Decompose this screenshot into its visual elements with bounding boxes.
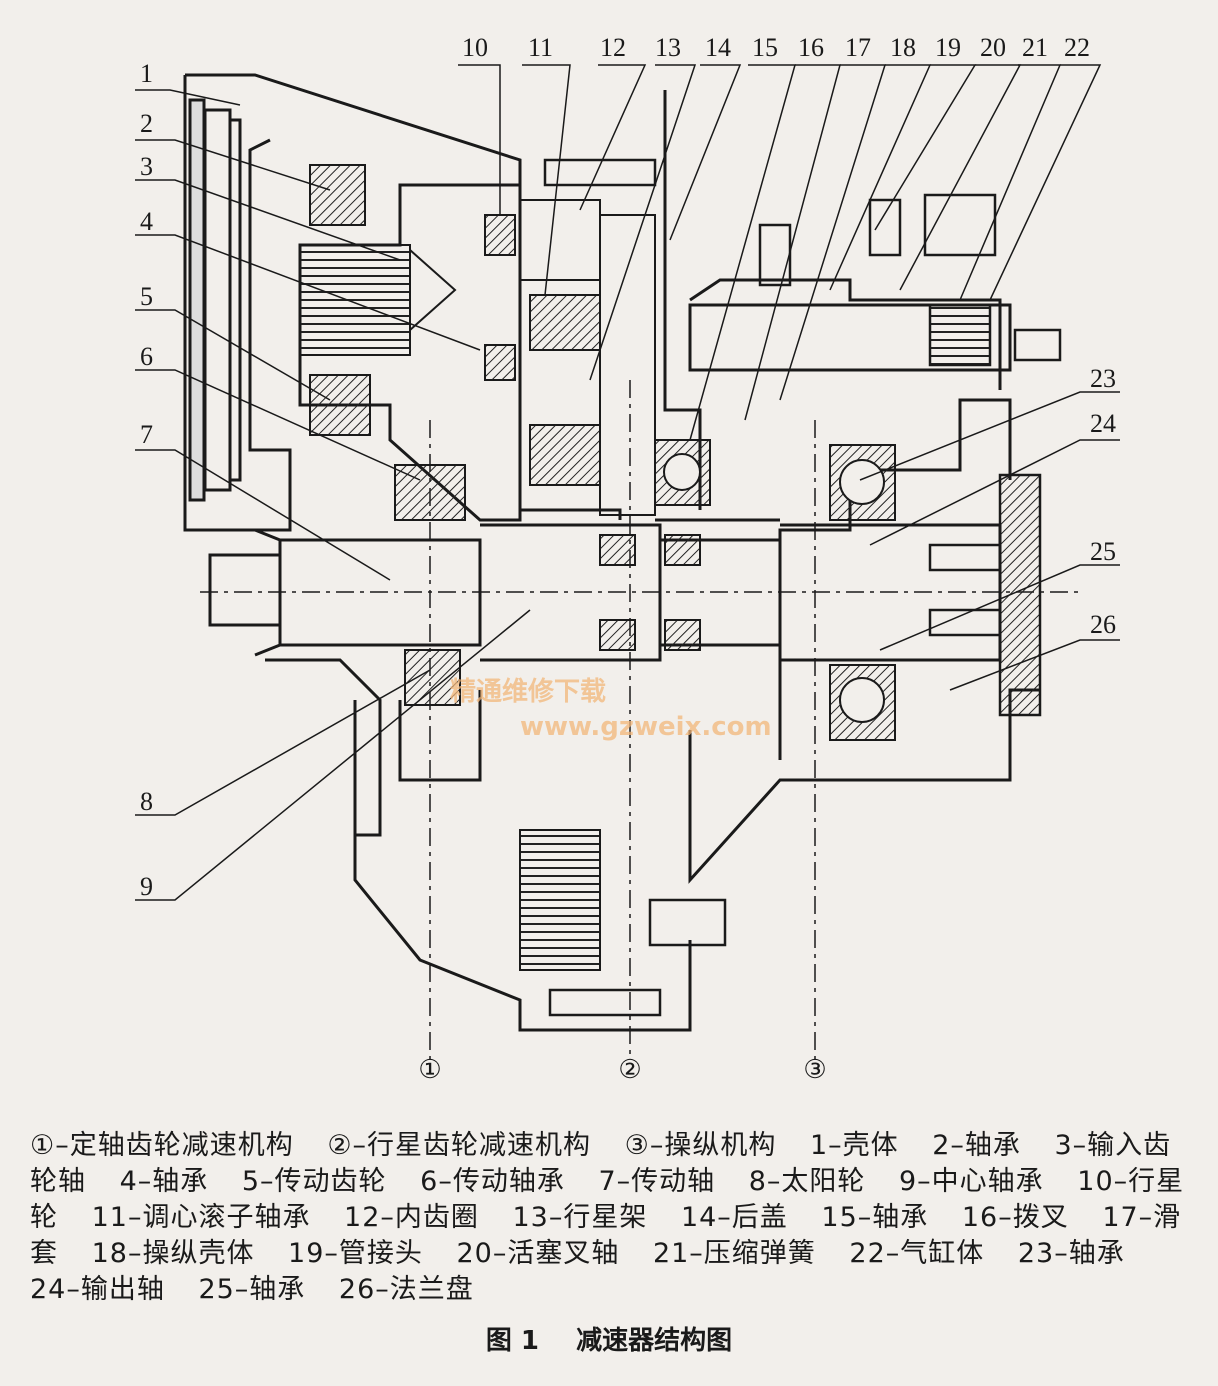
figure-caption: 图 1 减速器结构图	[0, 1320, 1218, 1357]
part-number-3: 3	[140, 152, 153, 181]
legend-item: 9–中心轴承	[899, 1166, 1044, 1197]
legend-item: ②–行星齿轮减速机构	[327, 1130, 592, 1161]
part-number-17: 17	[845, 33, 871, 62]
mechanism-marker-2: ②	[618, 1055, 641, 1084]
legend-item: ③–操纵机构	[624, 1130, 777, 1161]
part-number-22: 22	[1064, 33, 1090, 62]
shaft-centerline	[200, 380, 1080, 1060]
legend-item: 6–传动轴承	[420, 1166, 565, 1197]
legend-item: 14–后盖	[680, 1202, 788, 1233]
housing-outline	[183, 73, 1040, 1032]
legend-item: 19–管接头	[288, 1238, 423, 1269]
legend-item: 1–壳体	[809, 1130, 899, 1161]
part-number-7: 7	[140, 420, 153, 449]
gears	[299, 199, 656, 971]
left-leaders	[135, 89, 531, 901]
watermark-url: www.gzweix.com	[520, 712, 772, 742]
part-number-19: 19	[935, 33, 961, 62]
part-number-10: 10	[462, 33, 488, 62]
legend-item: 5–传动齿轮	[241, 1166, 387, 1197]
legend-item: 21–压缩弹簧	[652, 1238, 816, 1269]
part-number-11: 11	[528, 33, 553, 62]
legend-item: 20–活塞叉轴	[456, 1238, 620, 1269]
legend: ①–定轴齿轮减速机构 ②–行星齿轮减速机构 ③–操纵机构 1–壳体 2–轴承 3…	[30, 1128, 1195, 1308]
legend-item: 12–内齿圈	[344, 1202, 479, 1233]
part-number-25: 25	[1090, 537, 1116, 566]
legend-item: 15–轴承	[821, 1202, 929, 1233]
part-number-18: 18	[890, 33, 916, 62]
part-number-15: 15	[752, 33, 778, 62]
mechanism-marker-1: ①	[418, 1055, 441, 1084]
legend-item: 23–轴承	[1017, 1238, 1125, 1269]
part-number-24: 24	[1090, 409, 1116, 438]
legend-item: 7–传动轴	[598, 1166, 716, 1197]
legend-item: 10–行星轮	[30, 1166, 1185, 1233]
legend-item: 4–轴承	[119, 1166, 209, 1197]
part-number-8: 8	[140, 787, 153, 816]
left-part-numbers: 1 2 3 4 5 6 7 8 9	[140, 59, 153, 901]
legend-item: 26–法兰盘	[338, 1274, 474, 1305]
right-part-numbers: 23 24 25 26	[1090, 364, 1116, 639]
part-number-16: 16	[798, 33, 824, 62]
top-leaders	[458, 64, 1102, 441]
part-number-26: 26	[1090, 610, 1116, 639]
part-number-20: 20	[980, 33, 1006, 62]
figure-number: 图 1	[485, 1326, 540, 1356]
part-number-9: 9	[140, 872, 153, 901]
mechanism-marker-3: ③	[803, 1055, 826, 1084]
legend-item: 13–行星架	[512, 1202, 648, 1233]
part-number-4: 4	[140, 207, 153, 236]
top-part-numbers: 10 11 12 13 14 15 16 17 18 19 20 21 22	[462, 33, 1090, 62]
legend-item: 24–输出轴	[30, 1274, 165, 1305]
right-leaders	[859, 391, 1120, 691]
legend-item: 25–轴承	[198, 1274, 306, 1305]
flange-and-cylinder	[543, 158, 1062, 1017]
part-number-12: 12	[600, 33, 626, 62]
part-number-5: 5	[140, 282, 153, 311]
part-number-21: 21	[1022, 33, 1048, 62]
part-number-2: 2	[140, 109, 153, 138]
mechanism-markers: ① ② ③	[418, 1055, 826, 1084]
legend-item: 22–气缸体	[849, 1238, 985, 1269]
legend-item: 18–操纵壳体	[91, 1238, 255, 1269]
legend-item: 17–滑套	[30, 1202, 1182, 1269]
legend-item: 16–拨叉	[961, 1202, 1069, 1233]
legend-item: 2–轴承	[932, 1130, 1021, 1161]
part-number-23: 23	[1090, 364, 1116, 393]
figure-title: 减速器结构图	[576, 1326, 733, 1356]
legend-item: 8–太阳轮	[748, 1166, 866, 1197]
legend-item: 3–输入齿轮轴	[30, 1130, 1172, 1197]
part-number-14: 14	[705, 33, 731, 62]
part-number-1: 1	[140, 59, 153, 88]
bearings	[309, 164, 896, 741]
legend-item: ①–定轴齿轮减速机构	[30, 1130, 294, 1161]
legend-item: 11–调心滚子轴承	[91, 1202, 311, 1233]
part-number-13: 13	[655, 33, 681, 62]
watermark-text: 精通维修下载	[450, 676, 606, 707]
part-number-6: 6	[140, 342, 153, 371]
